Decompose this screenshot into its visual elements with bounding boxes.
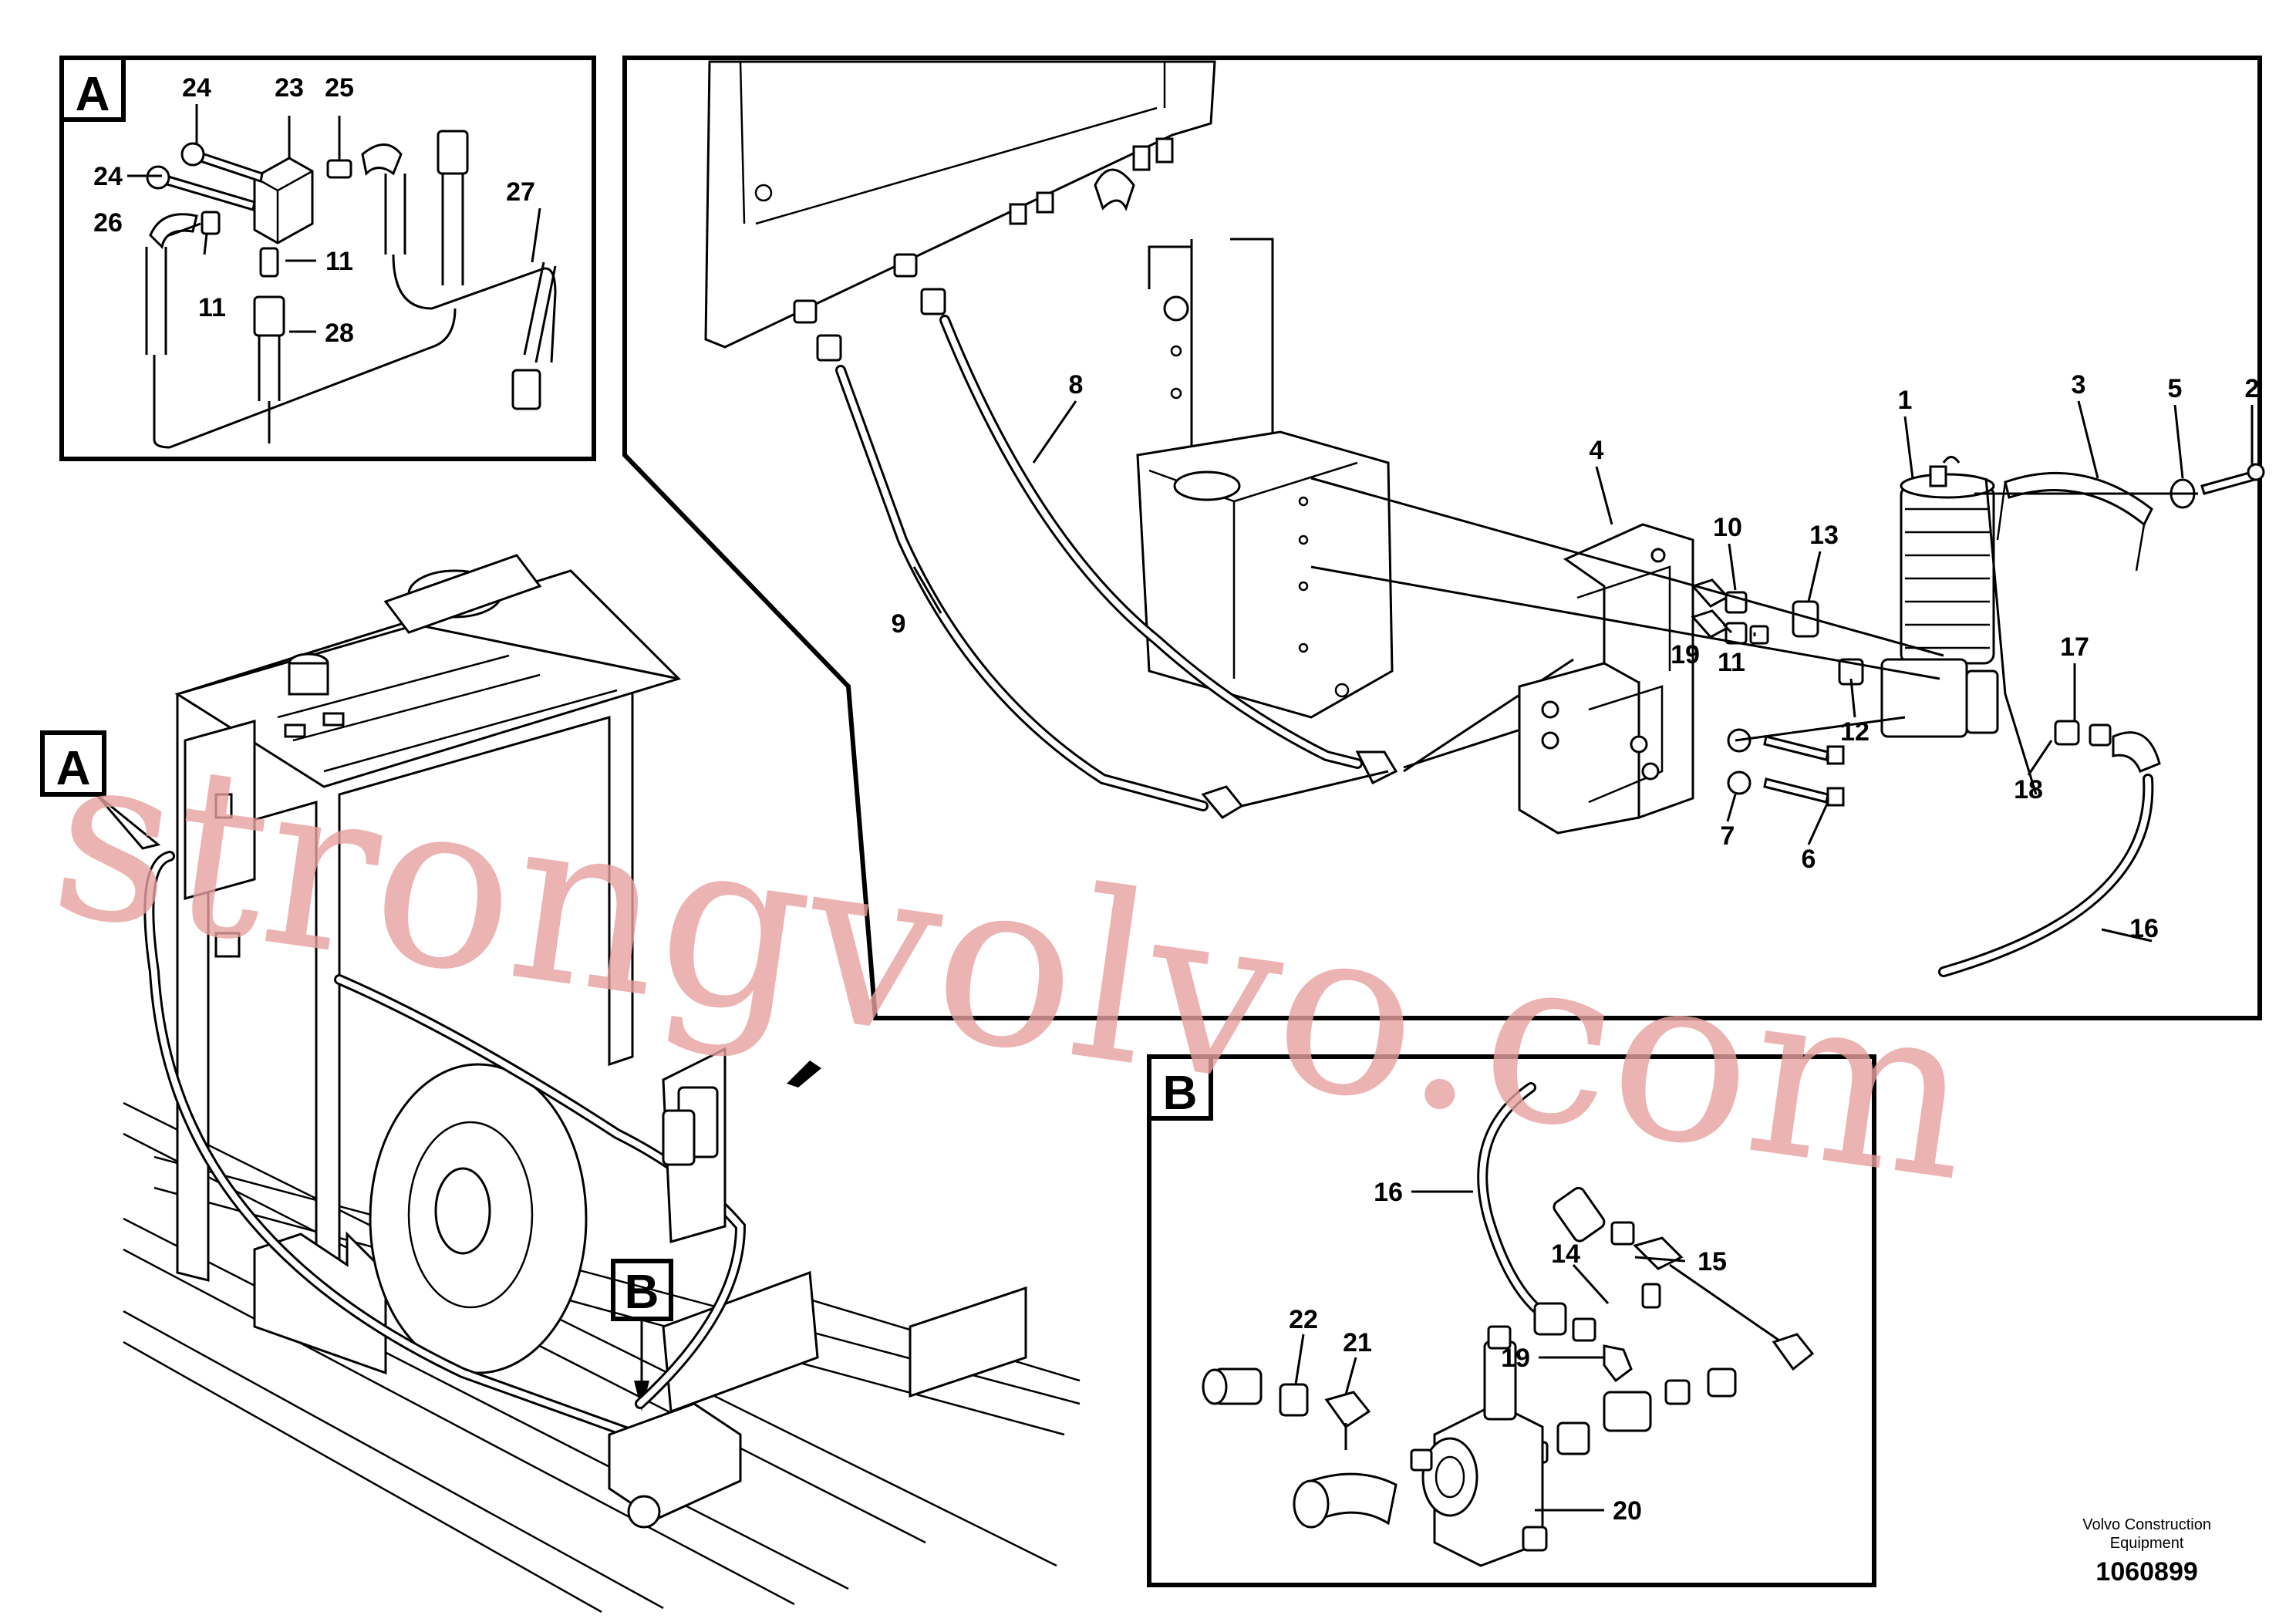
- callout-a-11-left: 11: [198, 293, 226, 322]
- callout-b-15: 15: [1698, 1247, 1727, 1276]
- callout-b-14: 14: [1551, 1239, 1580, 1269]
- callout-a-28: 28: [325, 319, 354, 348]
- callout-19: 19: [1671, 640, 1700, 669]
- callout-7: 7: [1721, 821, 1735, 851]
- callout-4: 4: [1590, 436, 1604, 465]
- callout-16-top: 16: [2129, 914, 2159, 943]
- callout-b-19: 19: [1501, 1344, 1530, 1373]
- callout-b-16: 16: [1374, 1178, 1403, 1207]
- callout-a-24-left: 24: [93, 162, 123, 191]
- detail-main-panel: 1 3 5 2 4 8 9 10 13 19 11 12 17 18 7 6 1…: [622, 56, 2265, 1020]
- callout-a-25: 25: [325, 73, 354, 103]
- callout-6: 6: [1802, 845, 1816, 874]
- callout-12: 12: [1840, 717, 1870, 747]
- callout-13: 13: [1809, 521, 1839, 550]
- detail-b-panel: B: [1147, 1054, 1876, 1587]
- footer: Volvo Construction Equipment 1060899: [2082, 1516, 2211, 1587]
- callout-a-27: 27: [506, 177, 535, 207]
- callout-17: 17: [2060, 632, 2089, 662]
- machine-overview: A B: [40, 554, 1081, 1614]
- company-line1: Volvo Construction: [2082, 1516, 2211, 1533]
- detail-a-letter: A: [76, 68, 110, 121]
- callout-3: 3: [2072, 370, 2086, 400]
- callout-2: 2: [2245, 374, 2260, 403]
- callout-a-23: 23: [275, 73, 304, 103]
- callout-5: 5: [2168, 374, 2183, 403]
- callout-8: 8: [1069, 370, 1084, 400]
- callout-10: 10: [1713, 513, 1742, 542]
- drawing-number: 1060899: [2095, 1557, 2198, 1587]
- callout-1: 1: [1898, 386, 1913, 415]
- callout-b-22: 22: [1289, 1305, 1318, 1334]
- callout-b-21: 21: [1343, 1328, 1372, 1357]
- main-b-letter: B: [625, 1266, 659, 1319]
- detail-a-panel: A 24 23 25 24 26: [59, 56, 596, 461]
- callout-a-24-top: 24: [182, 73, 211, 103]
- main-a-letter: A: [56, 742, 91, 795]
- callout-b-20: 20: [1613, 1496, 1642, 1526]
- company-line2: Equipment: [2109, 1535, 2184, 1552]
- callout-a-26: 26: [93, 208, 123, 238]
- callout-9: 9: [892, 609, 906, 639]
- callout-a-11-right: 11: [325, 247, 353, 276]
- callout-18: 18: [2014, 775, 2043, 804]
- callout-11: 11: [1718, 648, 1745, 677]
- detail-b-letter: B: [1163, 1067, 1198, 1120]
